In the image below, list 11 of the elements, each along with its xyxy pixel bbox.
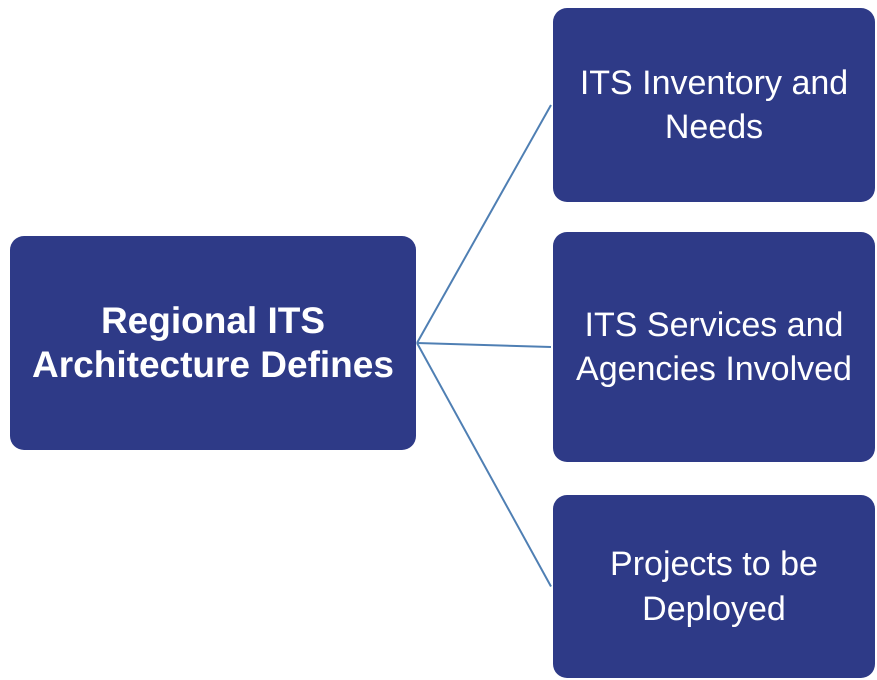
connector-line xyxy=(416,104,552,344)
box-label: Projects to be Deployed xyxy=(609,544,819,630)
process-box xyxy=(553,232,875,462)
process-box xyxy=(10,236,416,450)
box-label: ITS Inventory and Needs xyxy=(578,62,850,148)
connector-line xyxy=(416,342,552,348)
box-label: ITS Services and Agencies Involved xyxy=(575,304,853,390)
process-box xyxy=(553,8,875,202)
connector-line xyxy=(416,342,552,587)
box-label: Regional ITS Architecture Defines xyxy=(31,298,395,387)
process-box xyxy=(553,495,875,678)
